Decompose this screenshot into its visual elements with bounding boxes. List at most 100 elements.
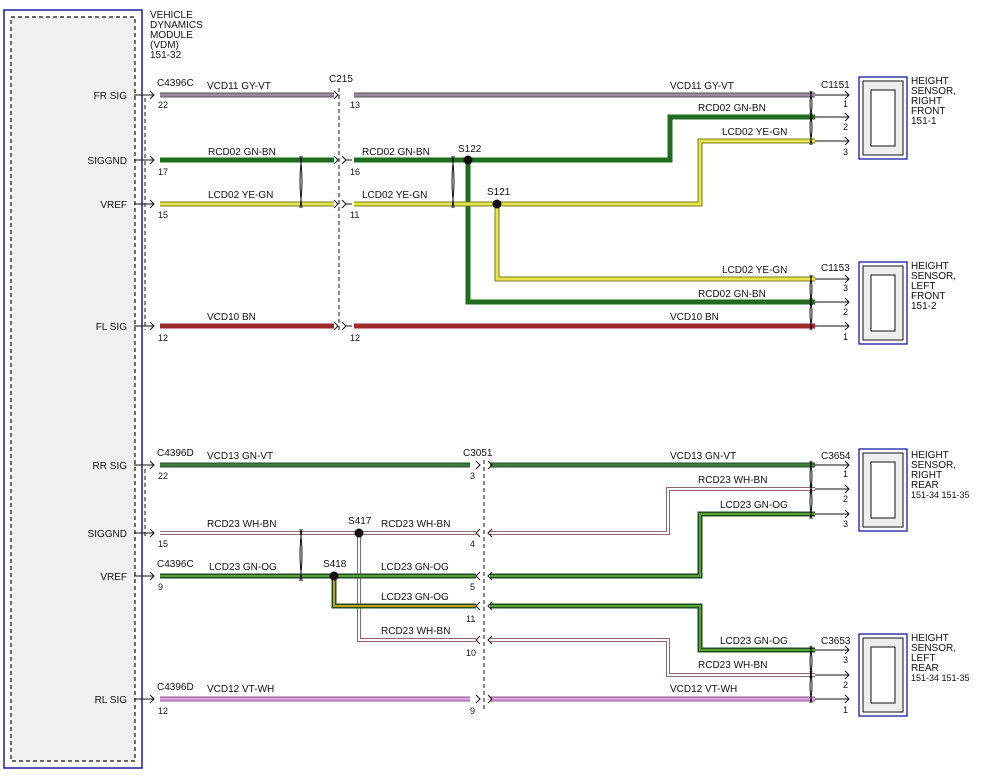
sensor-right-front (858, 76, 908, 160)
module-title-line-1: VEHICLE (150, 10, 193, 21)
c3051-arrows (475, 460, 493, 704)
splice-label-s418: S418 (323, 559, 347, 570)
wire-lcd23 (160, 511, 815, 653)
wire-label-rcd23-lr: RCD23 WH-BN (698, 660, 767, 671)
pin-label-rl-sig: RL SIG (95, 695, 128, 706)
pin-num: 4 (470, 539, 475, 549)
pin-num: 3 (843, 283, 848, 293)
pin-num: 5 (470, 582, 475, 592)
sensor-lf-line-3: LEFT (911, 281, 935, 292)
splice-s121 (492, 199, 502, 209)
pin-label-fr-sig: FR SIG (94, 91, 128, 102)
pin-num: 16 (350, 167, 360, 177)
wire-label-lcd02-right: LCD02 YE-GN (722, 127, 787, 138)
pin-label-siggnd-front: SIGGND (88, 156, 127, 167)
sensor-lf-line-5: 151-2 (911, 301, 937, 312)
splice-s122 (463, 155, 473, 165)
connector-dash-lines (144, 88, 485, 710)
vdm-module-frame (3, 9, 143, 769)
wire-label-rcd02-lf: RCD02 GN-BN (698, 289, 766, 300)
pin-num: 1 (843, 332, 848, 342)
wire-label-vcd13-left: VCD13 GN-VT (207, 451, 273, 462)
module-title-line-4: (VDM) (150, 40, 179, 51)
module-title-line-5: 151-32 (150, 50, 182, 61)
connector-c3654: C3654 (821, 451, 851, 462)
sensor-lr-line-5: 151-34 151-35 (911, 673, 970, 683)
pin-num: 3 (470, 471, 475, 481)
pin-num: 3 (843, 147, 848, 157)
wire-label-lcd02-lf: LCD02 YE-GN (722, 265, 787, 276)
wire-label-rcd23-lower: RCD23 WH-BN (381, 626, 450, 637)
sensor-rr-line-4: REAR (911, 480, 939, 491)
sensor-rr-line-5: 151-34 151-35 (911, 490, 970, 500)
pin-num: 2 (843, 680, 848, 690)
sensor-right-rear (858, 448, 908, 532)
wire-label-lcd23-mid: LCD23 GN-OG (381, 562, 449, 573)
pin-num: 11 (350, 210, 359, 220)
sensor-lr-line-3: LEFT (911, 653, 935, 664)
wire-label-lcd23-left: LCD23 GN-OG (209, 562, 277, 573)
sensor-rr-line-3: RIGHT (911, 470, 942, 481)
pin-num: 12 (158, 706, 168, 716)
pin-num: 1 (843, 705, 848, 715)
splice-s418 (329, 571, 339, 581)
pin-num: 10 (466, 648, 476, 658)
connector-c4396c-vref: C4396C (157, 559, 194, 570)
module-title-line-2: DYNAMICS (150, 20, 203, 31)
pin-num: 17 (158, 167, 168, 177)
wire-label-lcd23-rr: LCD23 GN-OG (720, 500, 788, 511)
splice-label-s121: S121 (487, 187, 511, 198)
pin-num: 12 (350, 333, 360, 343)
module-title-line-3: MODULE (150, 30, 193, 41)
wire-lcd02-front (160, 138, 815, 282)
splice-label-s417: S417 (348, 516, 372, 527)
connector-c215: C215 (329, 74, 353, 85)
vdm-module-body (10, 16, 136, 762)
pin-num: 15 (158, 539, 168, 549)
connector-c1153: C1153 (821, 263, 850, 274)
wire-label-vcd10-left: VCD10 BN (207, 312, 256, 323)
pin-num: 1 (843, 99, 848, 109)
wire-label-rcd02-mid: RCD02 GN-BN (362, 147, 430, 158)
pin-num: 2 (843, 494, 848, 504)
wire-label-lcd02-left: LCD02 YE-GN (208, 190, 273, 201)
wire-label-rcd23-mid: RCD23 WH-BN (381, 519, 450, 530)
wire-label-rcd02-left: RCD02 GN-BN (208, 147, 276, 158)
pin-label-vref-rear: VREF (100, 572, 127, 583)
sensor-rf-line-2: SENSOR, (911, 86, 956, 97)
connector-c4396d-rr: C4396D (157, 448, 194, 459)
wire-label-rcd23-left: RCD23 WH-BN (207, 519, 276, 530)
pin-label-rr-sig: RR SIG (93, 461, 128, 472)
wire-label-lcd02-mid: LCD02 YE-GN (362, 190, 427, 201)
wire-rcd23 (160, 487, 815, 677)
pin-num: 9 (158, 582, 163, 592)
pin-num: 1 (843, 469, 848, 479)
sensor-left-front (858, 261, 908, 345)
wire-label-vcd13-right: VCD13 GN-VT (670, 451, 736, 462)
splice-s417 (354, 528, 364, 538)
front-sensor-arrows (815, 90, 850, 331)
twist-marks-rear (299, 460, 813, 704)
pin-num: 22 (158, 100, 168, 110)
connector-c3051: C3051 (463, 448, 493, 459)
pin-num: 2 (843, 307, 848, 317)
sensor-rf-line-3: RIGHT (911, 96, 942, 107)
pin-num: 22 (158, 471, 168, 481)
wire-label-vcd12-right: VCD12 VT-WH (670, 684, 737, 695)
c215-arrows (333, 90, 352, 331)
sensor-lr-line-2: SENSOR, (911, 643, 956, 654)
pin-num: 12 (158, 333, 168, 343)
pin-num: 3 (843, 655, 848, 665)
sensor-lf-line-2: SENSOR, (911, 271, 956, 282)
wire-rcd02-front (160, 114, 815, 305)
pin-num: 15 (158, 210, 168, 220)
splice-label-s122: S122 (458, 144, 482, 155)
wire-label-lcd23-lr: LCD23 GN-OG (720, 636, 788, 647)
sensor-left-rear (858, 633, 908, 717)
pin-label-vref-front: VREF (100, 200, 127, 211)
sensor-rr-line-2: SENSOR, (911, 460, 956, 471)
sensor-lr-line-1: HEIGHT (911, 633, 949, 644)
wire-label-vcd10-right: VCD10 BN (670, 312, 719, 323)
sensor-lf-line-1: HEIGHT (911, 261, 949, 272)
pin-num: 13 (350, 100, 360, 110)
